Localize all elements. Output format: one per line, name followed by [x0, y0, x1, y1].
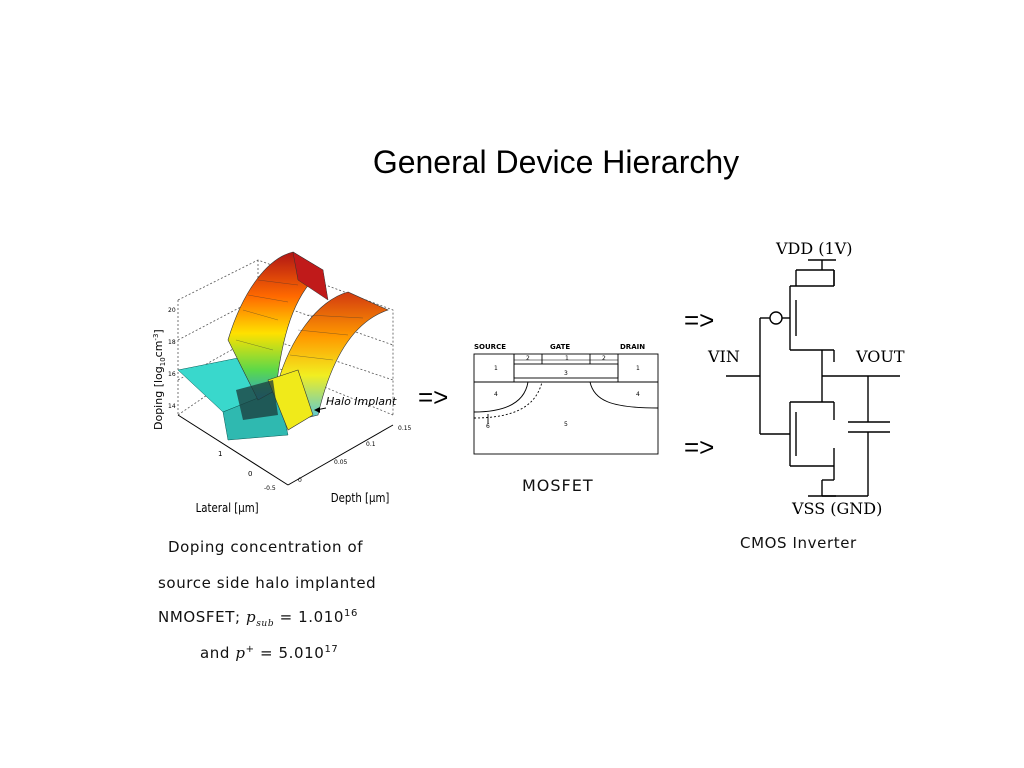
doping-caption-line1: Doping concentration of: [168, 538, 364, 556]
tick-depth: 0: [298, 477, 302, 484]
tick-depth: 0.15: [398, 425, 412, 432]
mosfet-source-label: SOURCE: [474, 343, 506, 351]
arrow-to-cmos-upper: =>: [684, 305, 715, 335]
mosfet-caption: MOSFET: [522, 476, 594, 495]
region-label: 1: [636, 365, 640, 372]
cmos-vss-label: VSS (GND): [791, 499, 882, 518]
tick-vertical: 18: [168, 339, 176, 346]
tick-vertical: 20: [168, 307, 176, 314]
region-label: 4: [636, 391, 640, 398]
region-label: 2: [602, 355, 606, 362]
tick-vertical: 16: [168, 371, 176, 378]
cmos-vout-label: VOUT: [855, 347, 905, 366]
region-label: 1: [565, 355, 569, 362]
cmos-vdd-label: VDD (1V): [775, 239, 853, 258]
region-label: 4: [494, 391, 498, 398]
plot-xlabel: Lateral [µm]: [196, 501, 259, 515]
cmos-caption: CMOS Inverter: [740, 534, 857, 552]
tick-depth: 0.05: [334, 459, 348, 466]
doping-caption-line2: source side halo implanted: [158, 574, 377, 592]
plot-annotation: Halo Implant: [326, 395, 397, 408]
region-label: 6: [486, 423, 490, 430]
tick-lateral: -0.5: [264, 485, 276, 492]
cmos-inverter-schematic: VDD (1V) VIN VOUT VSS (GND): [707, 239, 905, 518]
tick-depth: 0.1: [366, 441, 376, 448]
tick-lateral: 1: [218, 450, 222, 458]
tick-vertical: 14: [168, 403, 176, 410]
doping-caption-line3: NMOSFET; psub = 1.01016: [158, 608, 358, 629]
mosfet-cross-section: SOURCE GATE DRAIN 1 2 1 2 1 3 4 4 5 6: [473, 343, 659, 455]
cmos-vin-label: VIN: [707, 347, 740, 366]
plot-zlabel: Depth [µm]: [331, 491, 390, 505]
plot-ylabel: Doping [log10cm-3]: [152, 329, 167, 430]
region-label: 5: [564, 421, 568, 428]
region-label: 3: [564, 370, 568, 377]
mosfet-drain-label: DRAIN: [620, 343, 645, 351]
surface-halo-bump: [267, 369, 314, 431]
arrow-to-cmos-lower: =>: [684, 432, 715, 462]
doping-caption-line4: and p+ = 5.01017: [200, 644, 339, 662]
arrow-to-mosfet: =>: [418, 382, 449, 412]
tick-lateral: 0: [248, 470, 252, 478]
mosfet-gate-label: GATE: [550, 343, 570, 351]
slide-title: General Device Hierarchy: [372, 144, 740, 180]
region-label: 1: [494, 365, 498, 372]
region-label: 2: [526, 355, 530, 362]
doping-surface-plot: Halo Implant Doping [log10cm-3] 20 18 16…: [152, 251, 412, 515]
